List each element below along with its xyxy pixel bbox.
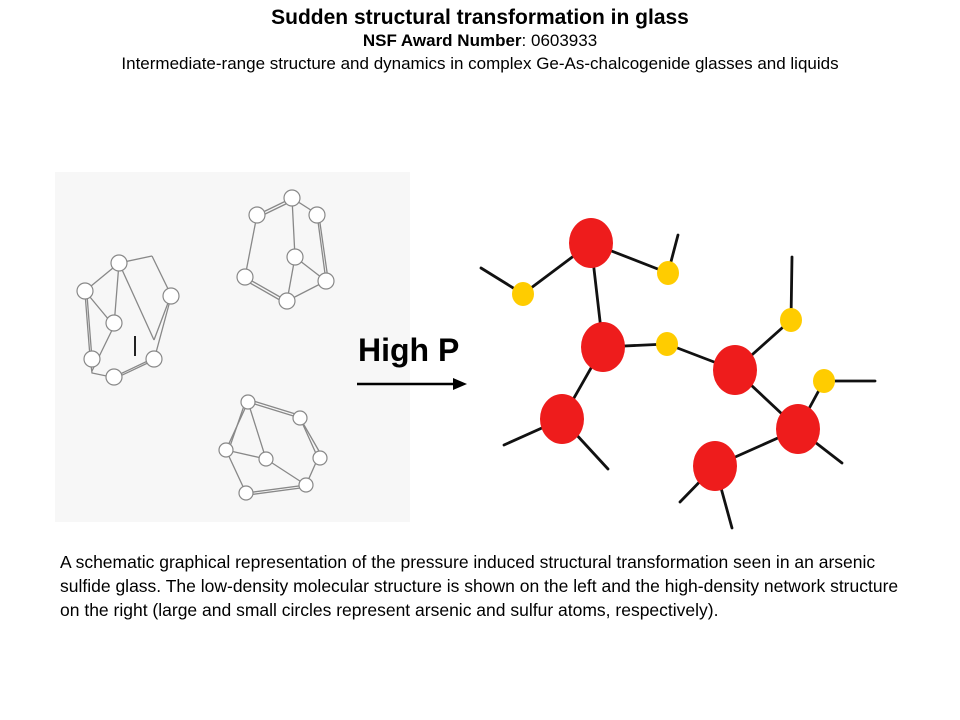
- award-line: NSF Award Number: 0603933: [0, 30, 960, 51]
- sulfur-atom: [656, 332, 678, 356]
- award-separator: :: [521, 31, 531, 50]
- sulfur-atom: [657, 261, 679, 285]
- sulfur-atom: [780, 308, 802, 332]
- high-pressure-label: High P: [358, 332, 459, 368]
- structure-figure: High P: [55, 160, 905, 540]
- molecule-bottom: [218, 394, 328, 501]
- arsenic-atom: [713, 345, 757, 395]
- slide-header: Sudden structural transformation in glas…: [0, 6, 960, 91]
- figure-caption: A schematic graphical representation of …: [60, 552, 899, 620]
- slide-title: Sudden structural transformation in glas…: [271, 6, 689, 29]
- pressure-arrow: High P: [357, 332, 467, 390]
- molecule-top: [236, 189, 335, 310]
- award-number: 0603933: [530, 31, 598, 50]
- arsenic-atom: [581, 322, 625, 372]
- award-label: NSF Award Number: [362, 31, 522, 50]
- sulfur-atom: [813, 369, 835, 393]
- arsenic-atom: [569, 218, 613, 268]
- molecule-left: [76, 254, 180, 386]
- arsenic-atom: [776, 404, 820, 454]
- network-structure: [479, 218, 877, 530]
- arsenic-atom: [540, 394, 584, 444]
- project-subtitle: Intermediate-range structure and dynamic…: [121, 54, 839, 73]
- molecule-panel-background: [55, 172, 410, 522]
- arrow-head-icon: [453, 378, 467, 390]
- arsenic-atom: [693, 441, 737, 491]
- molecular-structure-panel: [55, 172, 410, 522]
- sulfur-atom: [512, 282, 534, 306]
- network-atoms: [512, 218, 835, 491]
